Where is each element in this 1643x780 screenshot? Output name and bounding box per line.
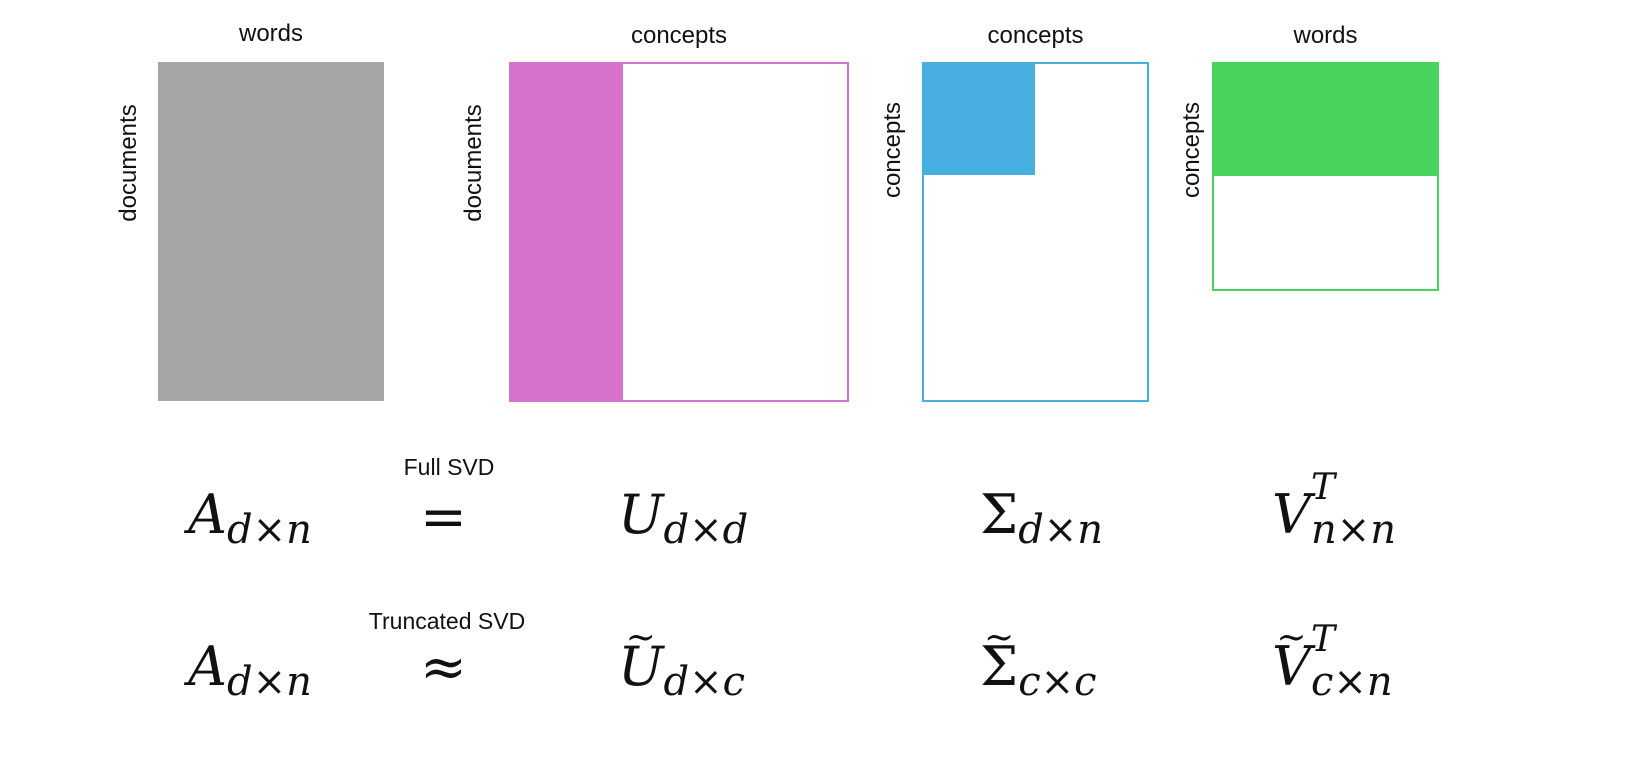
matrix-u-top-label: concepts: [630, 22, 728, 49]
matrix-a-top-label: words: [238, 20, 304, 47]
tilde-mark: ~: [984, 617, 1015, 658]
matrix-v-truncated-block: [1214, 64, 1437, 176]
truncated-a-term: Ad×n: [188, 635, 312, 705]
matrix-a: [158, 62, 384, 401]
truncated-svd-caption: Truncated SVD: [368, 608, 526, 634]
matrix-sigma-truncated-block: [924, 64, 1035, 175]
truncated-approx-sign: ≈: [420, 635, 467, 700]
matrix-u-side-label: documents: [460, 104, 487, 222]
matrix-a-side-label: documents: [115, 104, 142, 222]
matrix-sigma-top-label: concepts: [987, 22, 1084, 49]
truncated-sigma-term: ~Σc×c: [980, 617, 1097, 705]
matrix-u-truncated-block: [511, 64, 623, 400]
full-sigma-term: Σd×n: [980, 483, 1104, 553]
tilde-mark: ~: [1276, 617, 1307, 658]
truncated-u-term: ~Ud×c: [618, 617, 746, 705]
matrix-sigma-side-label: concepts: [879, 101, 906, 199]
tilde-mark: ~: [625, 617, 656, 658]
matrix-v: [1212, 62, 1439, 291]
matrix-sigma: [922, 62, 1149, 402]
full-u-term: Ud×d: [618, 483, 749, 553]
full-a-term: Ad×n: [188, 483, 312, 553]
matrix-u: [509, 62, 849, 402]
full-equals-sign: =: [420, 485, 467, 550]
matrix-v-top-label: words: [1293, 22, 1358, 49]
full-svd-caption: Full SVD: [403, 454, 495, 480]
matrix-v-side-label: concepts: [1178, 101, 1205, 199]
